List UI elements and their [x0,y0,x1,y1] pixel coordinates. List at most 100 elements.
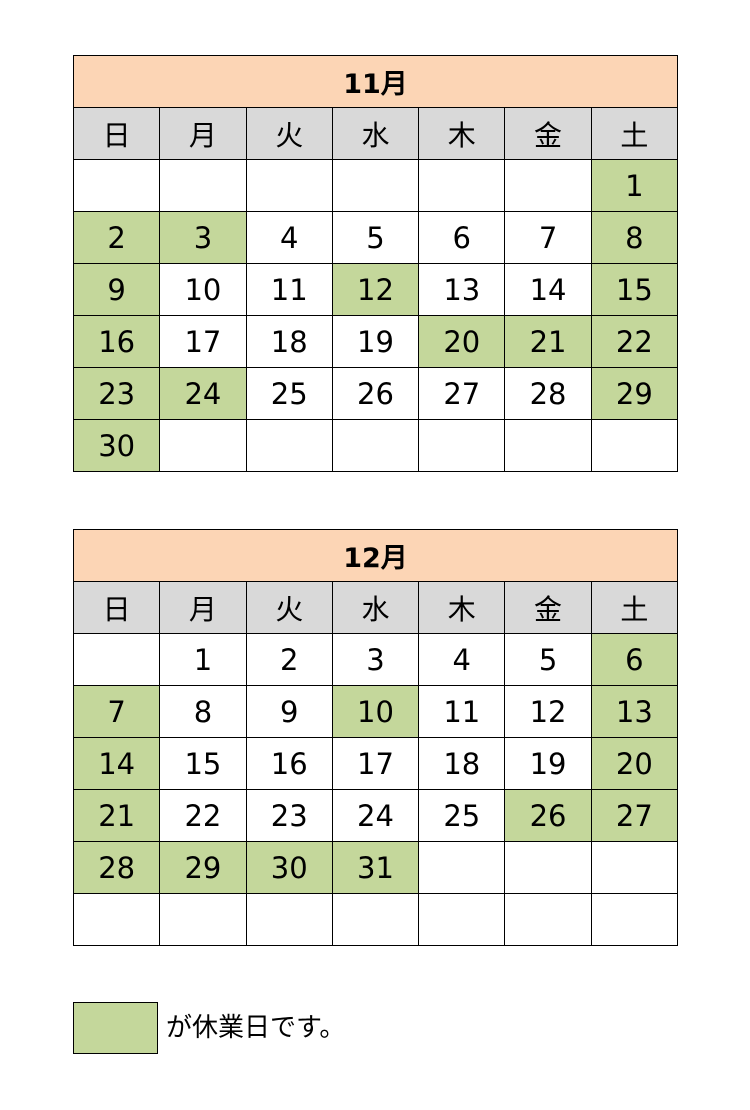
empty-cell [72,633,161,686]
empty-cell [504,893,592,946]
day-cell: 31 [331,841,420,894]
day-cell: 4 [418,633,506,686]
weekday-header-mon: 月 [159,107,247,160]
day-cell: 7 [72,685,161,738]
weekday-header-sat: 土 [590,107,679,160]
day-cell: 25 [245,367,333,420]
day-cell: 11 [245,263,333,316]
empty-cell [245,419,333,472]
empty-cell [72,159,161,212]
empty-cell [159,893,247,946]
day-cell: 28 [72,841,161,894]
day-cell: 8 [159,685,247,738]
empty-cell [159,419,247,472]
day-cell: 27 [418,367,506,420]
week-row [72,893,679,946]
empty-cell [331,419,420,472]
day-cell: 12 [504,685,592,738]
day-cell: 23 [72,367,161,420]
legend-swatch [73,1002,158,1054]
day-cell: 2 [245,633,333,686]
day-cell: 13 [418,263,506,316]
day-cell: 10 [159,263,247,316]
legend-text: が休業日です。 [166,1013,346,1043]
weekday-header-tue: 火 [245,107,333,160]
day-cell: 13 [590,685,679,738]
empty-cell [331,159,420,212]
day-cell: 15 [590,263,679,316]
weekday-header-mon: 月 [159,581,247,634]
day-cell: 27 [590,789,679,842]
day-cell: 22 [159,789,247,842]
empty-cell [504,841,592,894]
day-cell: 30 [72,419,161,472]
day-cell: 17 [331,737,420,790]
weekday-header-thu: 木 [418,581,506,634]
day-cell: 30 [245,841,333,894]
empty-cell [590,419,679,472]
empty-cell [504,159,592,212]
day-cell: 22 [590,315,679,368]
day-cell: 21 [72,789,161,842]
day-cell: 9 [72,263,161,316]
empty-cell [72,893,161,946]
day-cell: 16 [72,315,161,368]
month-title: 12月 [73,529,678,582]
empty-cell [418,419,506,472]
day-cell: 5 [331,211,420,264]
day-cell: 3 [331,633,420,686]
empty-cell [418,893,506,946]
day-cell: 20 [590,737,679,790]
day-cell: 1 [159,633,247,686]
day-cell: 19 [331,315,420,368]
week-row: 1 [72,159,679,212]
day-cell: 5 [504,633,592,686]
day-cell: 21 [504,315,592,368]
empty-cell [245,159,333,212]
day-cell: 25 [418,789,506,842]
day-cell: 28 [504,367,592,420]
day-cell: 6 [590,633,679,686]
day-cell: 26 [331,367,420,420]
day-cell: 3 [159,211,247,264]
weekday-header-wed: 水 [331,581,420,634]
weekday-header-sat: 土 [590,581,679,634]
empty-cell [590,841,679,894]
empty-cell [418,841,506,894]
day-cell: 12 [331,263,420,316]
empty-cell [245,893,333,946]
day-cell: 24 [159,367,247,420]
day-cell: 15 [159,737,247,790]
day-cell: 6 [418,211,506,264]
day-cell: 23 [245,789,333,842]
weekday-header-sun: 日 [72,107,161,160]
day-cell: 1 [590,159,679,212]
day-cell: 26 [504,789,592,842]
day-cell: 18 [245,315,333,368]
empty-cell [418,159,506,212]
weekday-header-thu: 木 [418,107,506,160]
day-cell: 18 [418,737,506,790]
empty-cell [331,893,420,946]
weekday-header-tue: 火 [245,581,333,634]
day-cell: 17 [159,315,247,368]
day-cell: 14 [72,737,161,790]
weekday-header-wed: 水 [331,107,420,160]
week-row: 30 [72,419,679,472]
day-cell: 24 [331,789,420,842]
empty-cell [504,419,592,472]
day-cell: 10 [331,685,420,738]
day-cell: 8 [590,211,679,264]
month-title: 11月 [73,55,678,108]
weekday-header-sun: 日 [72,581,161,634]
